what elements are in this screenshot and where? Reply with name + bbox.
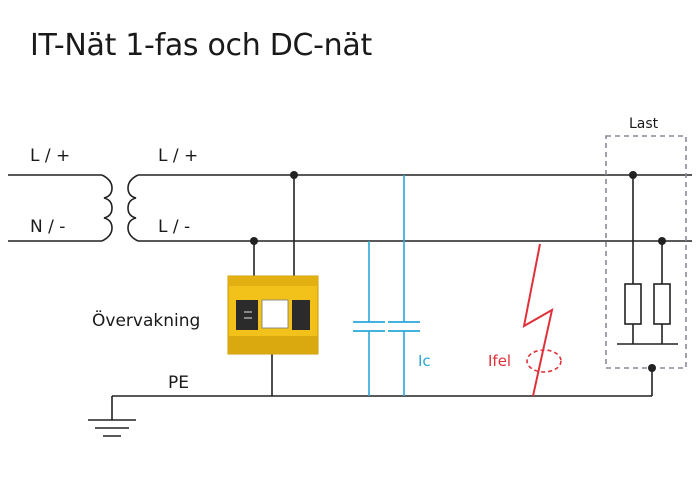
junction-dot xyxy=(658,237,666,245)
transformer-icon xyxy=(101,174,139,242)
ground-icon xyxy=(88,396,136,437)
label-primary-bottom: N / - xyxy=(30,217,65,237)
junction-dot xyxy=(250,237,258,245)
load-resistor-1 xyxy=(624,175,642,344)
load-box xyxy=(605,135,687,369)
label-secondary-bottom: L / - xyxy=(158,217,190,237)
insulation-monitor-icon xyxy=(227,275,319,355)
label-load: Last xyxy=(629,116,659,132)
capacitor-right xyxy=(388,175,420,396)
junction-dot xyxy=(629,171,637,179)
label-fault: Ifel xyxy=(488,352,511,370)
label-monitor: Övervakning xyxy=(92,309,200,331)
label-secondary-top: L / + xyxy=(158,146,198,166)
lightning-fault-icon xyxy=(522,243,562,397)
junction-dot xyxy=(648,364,656,372)
page-title: IT-Nät 1-fas och DC-nät xyxy=(30,28,372,63)
label-primary-top: L / + xyxy=(30,146,70,166)
label-ic: Ic xyxy=(418,352,431,370)
label-pe: PE xyxy=(168,373,189,393)
capacitor-left xyxy=(353,241,385,396)
load-resistor-2 xyxy=(653,241,671,344)
junction-dot xyxy=(290,171,298,179)
